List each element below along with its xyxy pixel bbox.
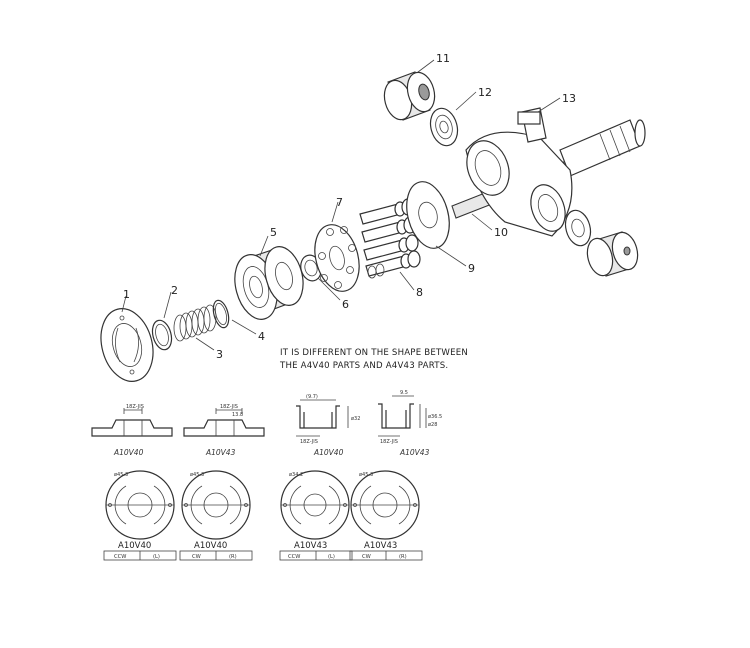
part-9-swash-disc — [406, 181, 450, 249]
side-view-a10v40-plate: 18Z-JIS A10V40 — [91, 404, 173, 457]
callout-2: 2 — [171, 284, 178, 297]
plate2-code: (R) — [229, 554, 237, 560]
part-13-swash-yoke — [465, 107, 573, 237]
part-1-valve-plate — [100, 308, 154, 382]
sv4-label: A10V43 — [399, 448, 430, 457]
plate3-rot: CCW — [288, 554, 300, 560]
plate1-code: (L) — [153, 554, 160, 560]
callout-3: 3 — [216, 348, 223, 361]
callout-1: 1 — [123, 288, 130, 301]
sv2-dim2: 13.8 — [232, 412, 243, 418]
callout-5: 5 — [270, 226, 277, 239]
callout-12: 12 — [478, 86, 492, 99]
plate2-rot: CW — [192, 554, 201, 560]
plate1-rot: CCW — [114, 554, 126, 560]
plate-front-view-1: ø45.3 A10V40 CCW (L) — [103, 470, 177, 561]
plate2-label: A10V40 — [194, 541, 227, 551]
sv4-dim3: ø36.5 — [428, 414, 442, 420]
sv4-dim4: ø28 — [428, 422, 437, 428]
side-view-a10v40-guide: (9.7) 18Z-JIS ø32 A10V40 — [296, 394, 360, 457]
plate-front-view-3: ø34.2 A10V43 CCW (L) — [279, 470, 353, 561]
plate-front-view-4: ø45.3 A10V43 CW (R) — [349, 470, 423, 561]
callout-11: 11 — [436, 52, 450, 65]
sv3-dim: 18Z-JIS — [300, 439, 318, 445]
plate4-label: A10V43 — [364, 541, 397, 551]
callout-10: 10 — [494, 226, 508, 239]
plate2-dia: ø45.3 — [190, 472, 204, 478]
side-view-a10v43-guide: 9.5 18Z-JIS ø36.5 ø28 A10V43 — [378, 390, 442, 457]
note-line-2: THE A4V40 PARTS AND A4V43 PARTS. — [279, 361, 448, 371]
sv1-label: A10V40 — [113, 448, 144, 457]
callout-7: 7 — [336, 196, 343, 209]
callout-numbers: 1 2 3 4 5 6 7 8 9 10 11 12 13 — [123, 52, 576, 361]
callout-6: 6 — [342, 298, 349, 311]
plate3-code: (L) — [328, 554, 335, 560]
sv3-dim2: (9.7) — [306, 394, 318, 400]
part-2-ring — [151, 319, 173, 351]
plate1-dia: ø45.3 — [114, 472, 128, 478]
callout-4: 4 — [258, 330, 265, 343]
sv2-label: A10V43 — [205, 448, 236, 457]
note-line-1: IT IS DIFFERENT ON THE SHAPE BETWEEN — [280, 348, 468, 358]
sv3-dim3: ø32 — [351, 416, 360, 422]
plate4-rot: CW — [362, 554, 371, 560]
side-view-a10v43-plate: 18Z-JIS 13.8 A10V43 — [183, 404, 265, 457]
part-7-retainer-plate — [314, 224, 360, 292]
sv4-dim2: 9.5 — [400, 390, 408, 396]
callout-8: 8 — [416, 286, 423, 299]
plate1-label: A10V40 — [118, 541, 151, 551]
callout-13: 13 — [562, 92, 576, 105]
plate4-code: (R) — [399, 554, 407, 560]
part-12-bearing — [429, 107, 459, 147]
plate3-label: A10V43 — [294, 541, 327, 551]
plate4-dia: ø45.3 — [359, 472, 373, 478]
sv4-dim: 18Z-JIS — [380, 439, 398, 445]
callout-leaders — [121, 59, 561, 351]
part-11-bearing-cup — [383, 71, 436, 121]
plate-front-view-2: ø45.3 A10V40 CW (R) — [179, 470, 253, 561]
sv3-label: A10V40 — [313, 448, 344, 457]
sv2-dim: 18Z-JIS — [220, 404, 238, 410]
sv1-dim: 18Z-JIS — [126, 404, 144, 410]
part-3-spring — [173, 304, 217, 342]
plate3-dia: ø34.2 — [289, 472, 303, 478]
part-5-cylinder-block — [234, 246, 304, 320]
part-4-snap-ring — [212, 299, 230, 329]
shaft-end-bearing — [564, 209, 639, 277]
callout-9: 9 — [468, 262, 475, 275]
